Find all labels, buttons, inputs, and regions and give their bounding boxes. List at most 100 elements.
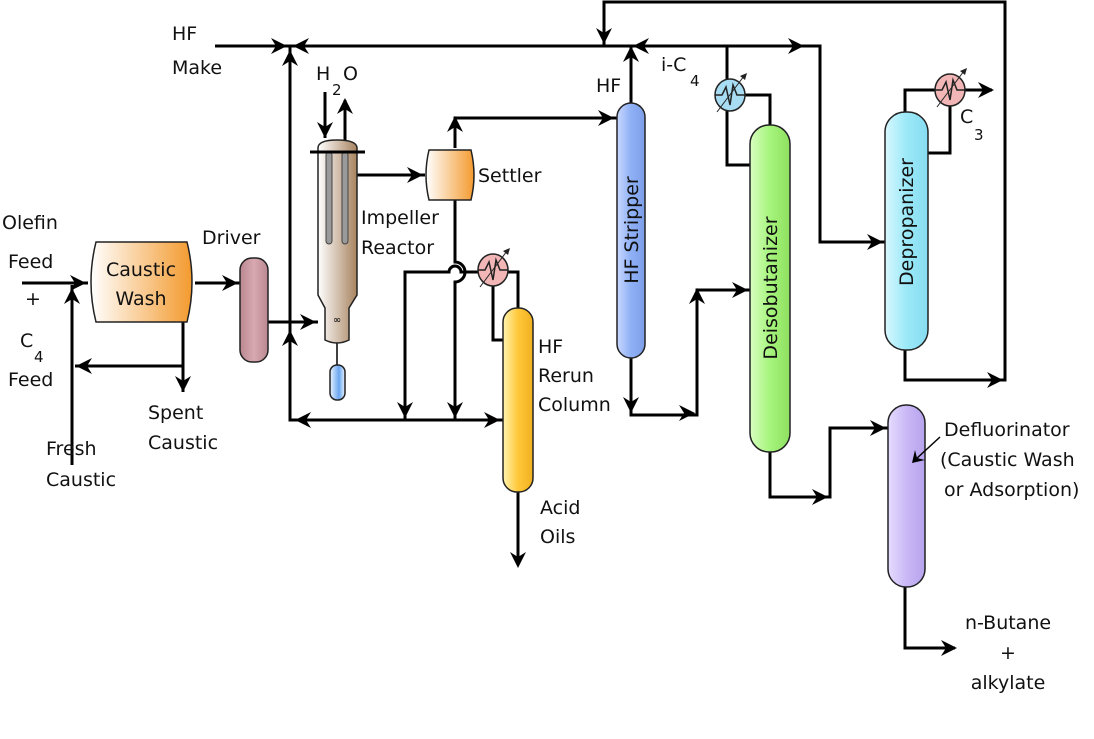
flow-arrowhead <box>64 288 80 304</box>
flow-arrowhead <box>397 402 413 418</box>
ic4-condenser-icon[interactable] <box>714 73 747 113</box>
rr-line3: Column <box>538 394 611 416</box>
hf-recycle-header <box>290 44 885 244</box>
flow-arrowhead <box>76 358 92 374</box>
rerun-feed-line <box>403 264 520 420</box>
flow-arrowhead <box>293 38 309 54</box>
c4-sub: 4 <box>34 348 44 366</box>
hf-make-line1: HF <box>172 23 197 45</box>
hf-overhead-label: HF <box>596 75 621 97</box>
c3-condenser-icon[interactable] <box>934 68 967 108</box>
flow-arrowhead <box>732 282 748 298</box>
cw-line1: Caustic <box>106 259 176 281</box>
hf-stripper-bottom-line <box>629 288 750 417</box>
flow-arrowhead <box>70 275 86 291</box>
ao-line1: Acid <box>540 497 580 519</box>
fresh-line2: Caustic <box>46 469 116 491</box>
flow-arrowhead <box>317 122 333 138</box>
flow-arrowhead <box>447 402 463 418</box>
prod-line2: + <box>1000 642 1016 664</box>
acid-recycle-line <box>288 46 503 422</box>
flow-arrowhead <box>337 98 353 114</box>
h2o-label: H2O <box>316 63 358 99</box>
cw-line2: Wash <box>115 288 166 310</box>
c4-c: C <box>20 330 33 352</box>
hf-stripper-column[interactable] <box>616 102 646 359</box>
depropanizer-label: Depropanizer <box>896 158 918 286</box>
flow-arrowhead <box>447 116 463 132</box>
flow-arrowhead <box>484 412 500 428</box>
depropanizer-column[interactable] <box>884 111 929 351</box>
driver-label: Driver <box>202 227 261 249</box>
flow-arrowhead <box>788 38 804 54</box>
c4-feed-line2: Feed <box>8 369 53 391</box>
settler-overhead-line <box>453 116 617 148</box>
flow-arrowhead <box>867 234 883 250</box>
rerun-reflux-line <box>491 285 503 342</box>
impeller-reactor[interactable]: ∞ <box>310 139 365 344</box>
c3-label: C3 <box>960 106 984 144</box>
flow-arrowhead <box>812 489 828 505</box>
driver-vessel[interactable] <box>239 257 269 363</box>
prod-line1: n-Butane <box>965 612 1051 634</box>
ic4-label: i-C4 <box>661 54 700 90</box>
df-line2: (Caustic Wash <box>940 449 1075 471</box>
flow-arrowhead <box>510 552 526 568</box>
product-line <box>903 587 955 650</box>
caustic-wash-vessel[interactable] <box>90 241 193 323</box>
hf-rerun-column[interactable] <box>502 307 534 493</box>
c3-main: C <box>960 106 973 128</box>
ir-line1: Impeller <box>361 207 439 229</box>
flow-arrowhead <box>598 110 614 126</box>
defluorinator-pointer <box>914 436 941 461</box>
hf-stripper-label: HF Stripper <box>621 176 643 284</box>
settler-bottom-line <box>453 200 467 420</box>
prod-line3: alkylate <box>971 672 1046 694</box>
defluorinator-vessel[interactable] <box>887 404 926 588</box>
top-return-loop <box>602 0 1007 382</box>
ic4-sub: 4 <box>690 72 700 90</box>
flow-arrowhead <box>633 38 649 54</box>
flow-arrowhead <box>175 376 191 392</box>
flow-arrowhead <box>271 38 287 54</box>
fresh-line1: Fresh <box>46 438 97 460</box>
flow-arrowhead <box>978 82 994 98</box>
flow-arrowhead <box>689 288 705 304</box>
reactor-tube <box>341 151 349 245</box>
rr-line2: Rerun <box>538 365 594 387</box>
hf-make-line2: Make <box>172 57 222 79</box>
df-line3: or Adsorption) <box>944 479 1079 501</box>
flow-arrowhead <box>282 50 298 66</box>
flow-arrowhead <box>870 420 886 436</box>
deisobutanizer-bottom-line <box>768 426 888 499</box>
reactor-tube <box>325 151 333 245</box>
flow-arrowhead <box>295 412 311 428</box>
olefin-line2: Feed <box>8 251 53 273</box>
deisobutanizer-label: Deisobutanizer <box>760 216 782 359</box>
impeller-icon: ∞ <box>333 315 341 326</box>
flow-arrowhead <box>282 330 298 346</box>
flow-arrowhead <box>596 28 612 44</box>
flow-arrowhead <box>300 314 316 330</box>
spent-caustic-line <box>75 322 185 392</box>
settler-vessel[interactable] <box>425 149 475 201</box>
olefin-line1: Olefin <box>2 212 58 234</box>
deisobutanizer-column[interactable] <box>749 124 791 453</box>
product-label: n-Butane + alkylate <box>965 612 1051 694</box>
rerun-condenser-icon[interactable] <box>477 248 510 288</box>
flow-arrowhead <box>623 397 639 413</box>
h2o-sub: 2 <box>332 81 342 99</box>
spent-line1: Spent <box>148 402 203 424</box>
spent-line2: Caustic <box>148 432 218 454</box>
flow-arrowhead <box>407 167 423 183</box>
